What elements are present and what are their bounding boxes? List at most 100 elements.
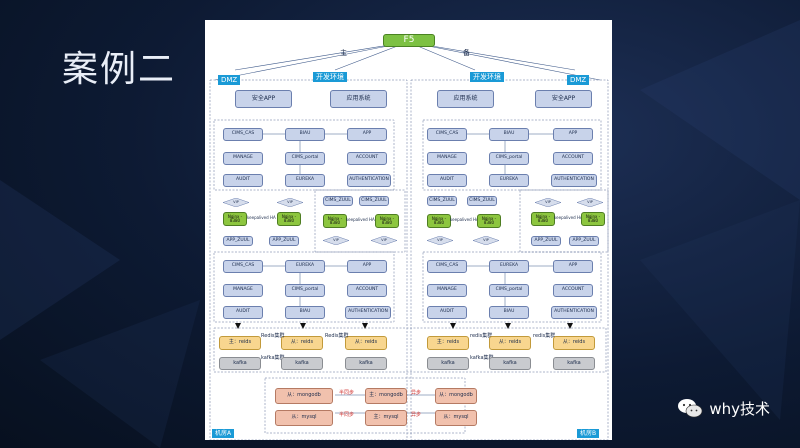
svc-manage: MANAGE: [427, 284, 467, 297]
svc-authentication: AUTHENTICATION: [551, 174, 597, 187]
svc-eureka: EUREKA: [489, 174, 529, 187]
svc-biau: BIAU: [285, 128, 325, 141]
mysql-main: 主：mysql: [365, 410, 407, 426]
app-zuul: APP_ZUUL: [531, 236, 561, 246]
f5-load-balancer: F5: [383, 34, 435, 47]
svc-audit: AUDIT: [223, 306, 263, 319]
redis-cluster-label: redis集群: [533, 333, 556, 339]
redis-slave: 从：reids: [345, 336, 387, 350]
vip-label: VIP: [437, 238, 443, 242]
mongodb-main: 主：mongodb: [365, 388, 407, 404]
keepalived-label: keepalived HA: [247, 215, 276, 220]
vip-diamond: VIP: [277, 198, 303, 207]
mysql-slave: 从：mysql: [435, 410, 477, 426]
kafka-node: kafka: [427, 357, 469, 370]
svc-cims-portal: CIMS_portal: [285, 152, 325, 165]
nginx-node: Nginx - 8380: [277, 212, 301, 226]
svc-biau: BIAU: [285, 306, 325, 319]
mongodb-slave: 从：mongodb: [435, 388, 477, 404]
nginx-node: Nginx - 8380: [477, 214, 501, 228]
slide-title: 案例二: [62, 49, 177, 90]
keepalived-label: keepalived HA: [346, 217, 375, 222]
cims-zuul: CIMS_ZUUL: [359, 196, 389, 206]
watermark-text: why技术: [709, 399, 770, 418]
vip-label: VIP: [545, 200, 551, 204]
mysql-slave: 从：mysql: [275, 410, 333, 426]
redis-slave: 从：reids: [553, 336, 595, 350]
svc-authentication: AUTHENTICATION: [347, 174, 391, 187]
svc-manage: MANAGE: [223, 284, 263, 297]
kafka-node: kafka: [345, 357, 387, 370]
keepalived-label: keepalived HA: [450, 217, 479, 222]
nginx-node: Nginx - 8380: [531, 212, 555, 226]
nginx-node: Nginx - 8380: [223, 212, 247, 226]
cims-zuul: CIMS_ZUUL: [323, 196, 353, 206]
cims-zuul: CIMS_ZUUL: [427, 196, 457, 206]
kafka-node: kafka: [489, 357, 531, 370]
vip-diamond: VIP: [323, 236, 349, 245]
app-zuul: APP_ZUUL: [569, 236, 599, 246]
kafka-node: kafka: [281, 357, 323, 370]
svc-cims-portal: CIMS_portal: [489, 152, 529, 165]
zone-dmz-left: DMZ: [218, 75, 241, 85]
vip-label: VIP: [381, 238, 387, 242]
svc-manage: MANAGE: [427, 152, 467, 165]
svc-biau: BIAU: [489, 306, 529, 319]
redis-cluster-label: Redis集群: [261, 333, 285, 339]
vip-diamond: VIP: [473, 236, 499, 245]
vip-label: VIP: [287, 200, 293, 204]
svc-biau: BIAU: [489, 128, 529, 141]
svc-authentication: AUTHENTICATION: [551, 306, 597, 319]
redis-cluster-label: redis集群: [470, 333, 493, 339]
svc-cims-portal: CIMS_portal: [489, 284, 529, 297]
top-sys-left: 应用系统: [330, 90, 387, 108]
async-label: 异步: [411, 412, 422, 418]
svc-account: ACCOUNT: [553, 152, 593, 165]
svc-app: APP: [347, 260, 387, 273]
diagram-lines: [209, 41, 609, 440]
svc-audit: AUDIT: [427, 306, 467, 319]
cims-zuul: CIMS_ZUUL: [467, 196, 497, 206]
main-label: 主: [340, 49, 347, 57]
svc-eureka: EUREKA: [285, 260, 325, 273]
kafka-node: kafka: [219, 357, 261, 370]
zone-dev-left: 开发环境: [313, 72, 347, 82]
svc-audit: AUDIT: [223, 174, 263, 187]
svc-app: APP: [347, 128, 387, 141]
vip-label: VIP: [333, 238, 339, 242]
svc-app: APP: [553, 128, 593, 141]
zone-dmz-right: DMZ: [567, 75, 590, 85]
top-app-right: 安全APP: [535, 90, 592, 108]
zone-dev-right: 开发环境: [470, 72, 504, 82]
app-zuul: APP_ZUUL: [269, 236, 299, 246]
svc-app: APP: [553, 260, 593, 273]
nginx-node: Nginx - 8380: [581, 212, 605, 226]
svc-manage: MANAGE: [223, 152, 263, 165]
watermark: why技术: [677, 397, 770, 419]
svc-cims-cas: CIMS_CAS: [223, 128, 263, 141]
vip-diamond: VIP: [577, 198, 603, 207]
vip-diamond: VIP: [535, 198, 561, 207]
svc-cims-cas: CIMS_CAS: [223, 260, 263, 273]
vip-diamond: VIP: [371, 236, 397, 245]
redis-slave: 从：reids: [281, 336, 323, 350]
redis-main: 主：reids: [427, 336, 469, 350]
svc-eureka: EUREKA: [489, 260, 529, 273]
mongodb-slave: 从：mongodb: [275, 388, 333, 404]
vip-label: VIP: [483, 238, 489, 242]
nginx-node: Nginx - 8380: [375, 214, 399, 228]
nginx-node: Nginx - 8380: [427, 214, 451, 228]
vip-diamond: VIP: [427, 236, 453, 245]
svc-account: ACCOUNT: [347, 284, 387, 297]
svc-account: ACCOUNT: [347, 152, 387, 165]
wechat-icon: [678, 399, 703, 418]
async-label: 异步: [411, 390, 422, 396]
vip-label: VIP: [233, 200, 239, 204]
backup-label: 备: [463, 49, 470, 57]
vip-diamond: VIP: [223, 198, 249, 207]
redis-slave: 从：reids: [489, 336, 531, 350]
kafka-cluster-label: kafka集群: [470, 355, 494, 361]
architecture-diagram: F5 主 备 DMZ 开发环境 开发环境 DMZ 安全APP 应用系统 应用系统…: [205, 20, 612, 440]
top-sys-right: 应用系统: [437, 90, 494, 108]
